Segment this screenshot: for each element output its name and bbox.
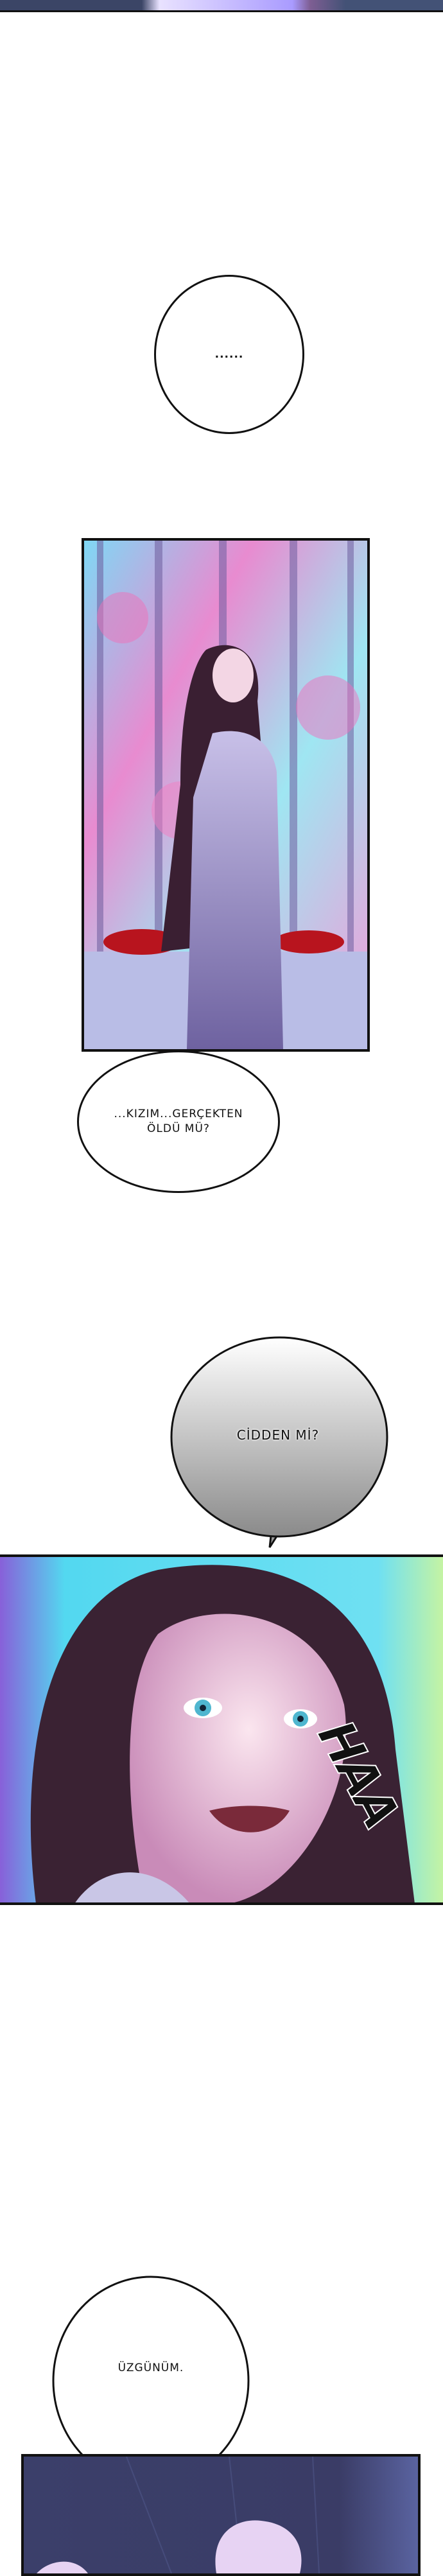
speech-bubble-tail (170, 1336, 388, 1548)
panel-night-figure (21, 2454, 421, 2576)
panel-illustration (0, 1557, 443, 1902)
panel-illustration (24, 2457, 418, 2573)
bubble-text: ÜZGÜNÜM. (117, 2361, 184, 2374)
bubble-text: CİDDEN Mİ? (236, 1427, 320, 1443)
panel-stained-glass-window (82, 538, 370, 1052)
speech-bubble-ellipsis: ...... (154, 275, 304, 434)
bubble-text-line-2: ÖLDÜ MÜ? (147, 1122, 210, 1135)
bubble-text-line-1: ...KIZIM...GERÇEKTEN (114, 1108, 243, 1121)
panel-illustration (84, 541, 367, 1049)
speech-bubble-sorry: ÜZGÜNÜM. (53, 2276, 249, 2485)
previous-panel-edge (0, 0, 443, 12)
bubble-text: ...... (214, 347, 244, 361)
speech-bubble-question: ...KIZIM...GERÇEKTEN ÖLDÜ MÜ? (77, 1050, 280, 1193)
panel-face-closeup: HAA (0, 1554, 443, 1905)
speech-bubble-really: CİDDEN Mİ? (169, 1339, 387, 1531)
